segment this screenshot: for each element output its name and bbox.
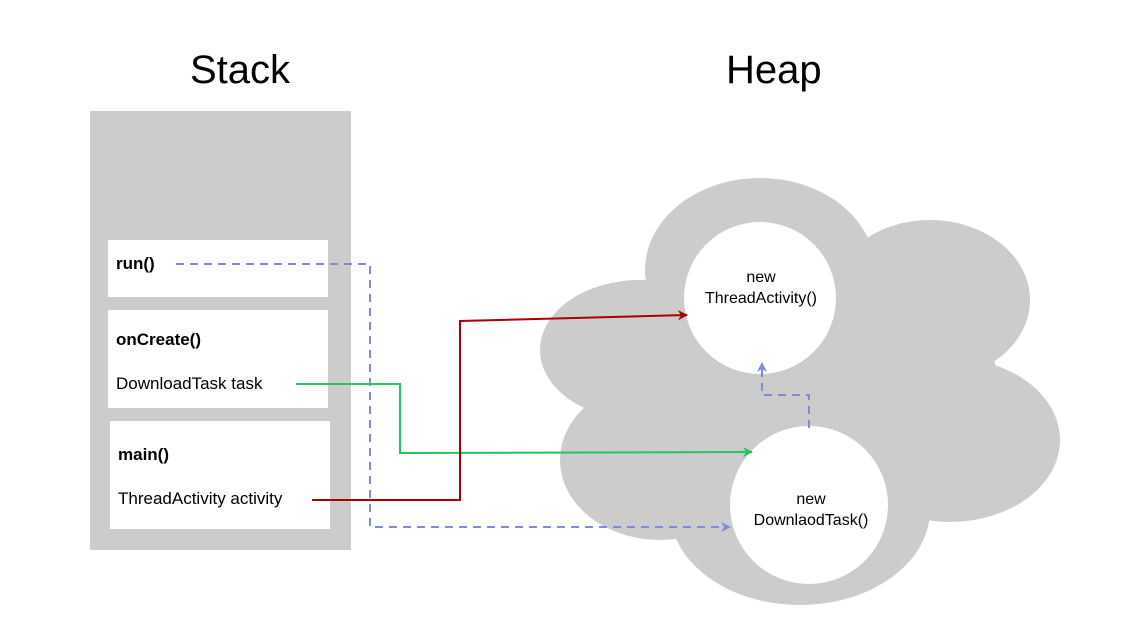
thread-activity-line1: new — [746, 269, 776, 286]
stack-frame-main — [110, 421, 330, 529]
download-task-object-label: new DownlaodTask() — [736, 489, 886, 531]
task-reference-arrow — [296, 383, 753, 458]
run-reference-arrow — [176, 263, 731, 532]
thread-activity-object — [684, 222, 836, 374]
task-to-activity-arrow — [757, 362, 810, 428]
thread-activity-variable: ThreadActivity activity — [118, 489, 283, 508]
stack-frame-run — [108, 240, 328, 297]
thread-activity-line2: ThreadActivity() — [704, 290, 818, 307]
heap-title: Heap — [726, 48, 822, 92]
stack-frame-oncreate — [108, 310, 328, 408]
download-task-line1: new — [796, 491, 826, 508]
run-frame-label: run() — [116, 254, 155, 273]
download-task-object — [730, 426, 888, 584]
thread-activity-object-label: new ThreadActivity() — [686, 267, 836, 309]
oncreate-frame-label: onCreate() — [116, 330, 202, 349]
stack-title: Stack — [190, 48, 291, 92]
main-frame-label: main() — [118, 445, 169, 464]
activity-reference-arrow — [312, 310, 688, 501]
download-task-line2: DownlaodTask() — [753, 512, 869, 529]
download-task-variable: DownloadTask task — [116, 374, 263, 393]
